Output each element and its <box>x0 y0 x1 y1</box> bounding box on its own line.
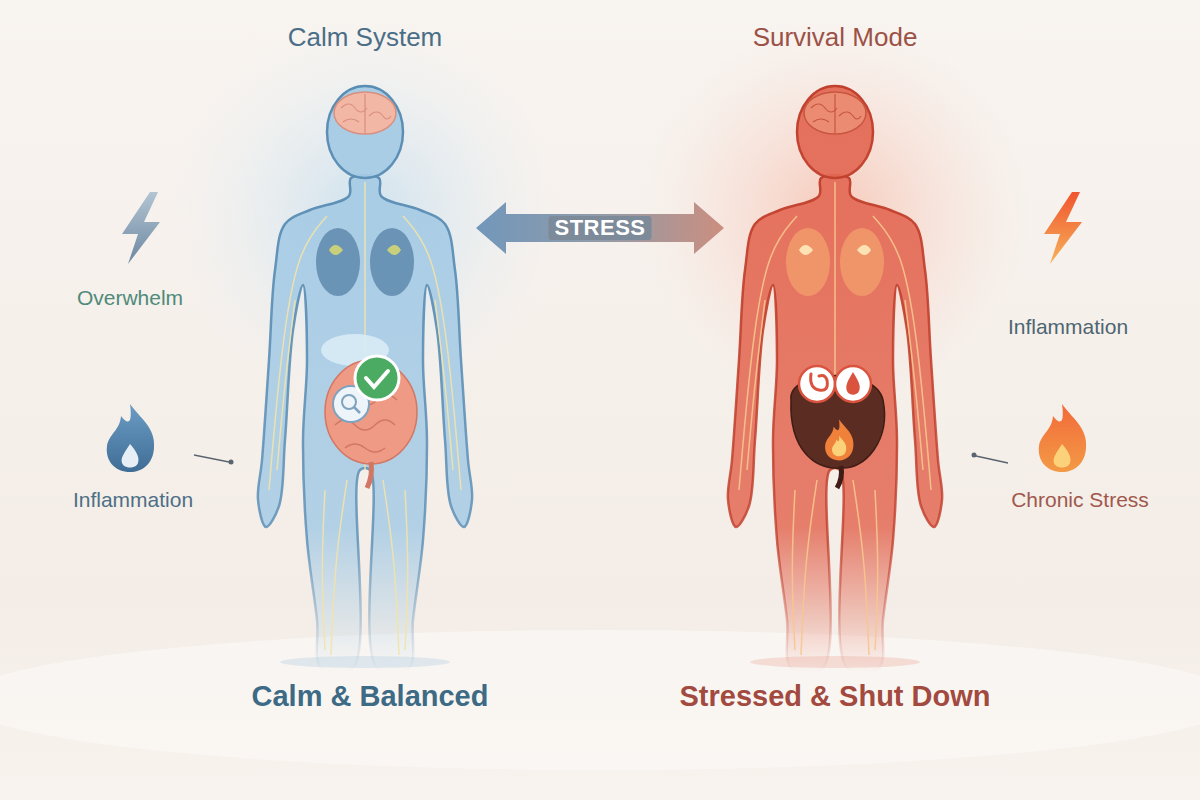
figure-heading: Survival Mode <box>753 22 918 53</box>
intestines <box>321 334 417 488</box>
symptom-label: Inflammation <box>73 487 193 512</box>
nerve-lines <box>739 182 931 655</box>
brain <box>334 92 396 134</box>
symptom-label: Inflammation <box>1008 314 1128 339</box>
state-caption: Calm & Balanced <box>252 679 489 714</box>
figure-heading: Calm System <box>288 22 443 53</box>
drop-badge <box>835 366 871 402</box>
ground <box>0 630 1200 770</box>
figure-shadow <box>280 656 450 668</box>
lightning-icon <box>1044 192 1082 264</box>
body-silhouette <box>728 86 942 673</box>
check-badge <box>355 356 399 400</box>
figure-outline <box>724 16 946 656</box>
leader-line <box>972 453 1009 464</box>
flame-icon <box>1039 404 1086 472</box>
figure-outline <box>254 16 476 656</box>
body-silhouette <box>258 86 472 673</box>
flame-icon <box>107 404 154 472</box>
stomach-badge <box>799 366 835 402</box>
nerve-lines <box>269 182 461 655</box>
double-arrow <box>476 202 724 254</box>
lightning-icon <box>122 192 160 264</box>
lungs <box>316 228 414 296</box>
body-figure: Survival Mode <box>724 16 946 656</box>
brain <box>804 92 866 134</box>
lungs <box>786 228 884 296</box>
leader-line <box>194 455 234 465</box>
edge-label: STRESS <box>548 216 651 240</box>
figure-shadow <box>750 656 920 668</box>
symptom-label: Overwhelm <box>77 285 183 310</box>
state-caption: Stressed & Shut Down <box>680 679 991 714</box>
body-figure: Calm System <box>254 16 476 656</box>
symptom-label: Chronic Stress <box>1011 487 1149 512</box>
